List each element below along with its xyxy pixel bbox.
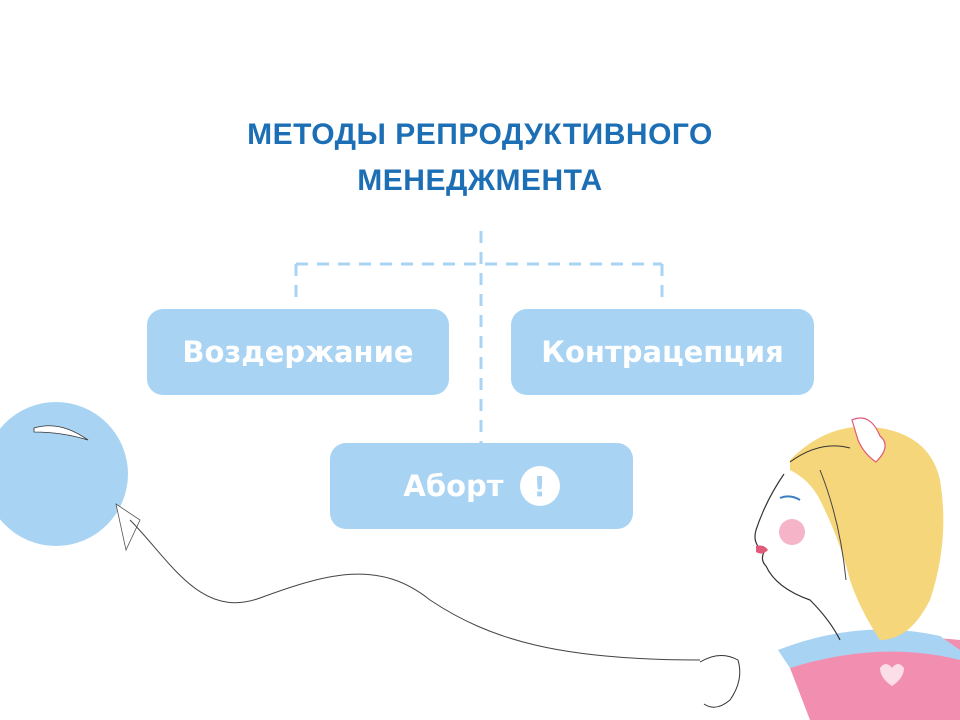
exclamation-icon: ! [519,466,560,506]
diagram-title: МЕТОДЫ РЕПРОДУКТИВНОГО МЕНЕДЖМЕНТА [180,112,780,204]
node-abstinence: Воздержание [147,309,449,395]
diagram-title-line-2: МЕНЕДЖМЕНТА [357,164,603,197]
girl-illustration-icon [699,417,960,720]
balloon-icon [0,402,701,661]
node-contraception-label: Контрацепция [541,335,784,369]
node-abstinence-label: Воздержание [182,335,414,369]
diagram-title-line-1: МЕТОДЫ РЕПРОДУКТИВНОГО [247,118,713,151]
node-contraception: Контрацепция [511,309,814,395]
node-abortion-label: Аборт [403,469,504,503]
node-abortion: Аборт ! [330,443,633,529]
